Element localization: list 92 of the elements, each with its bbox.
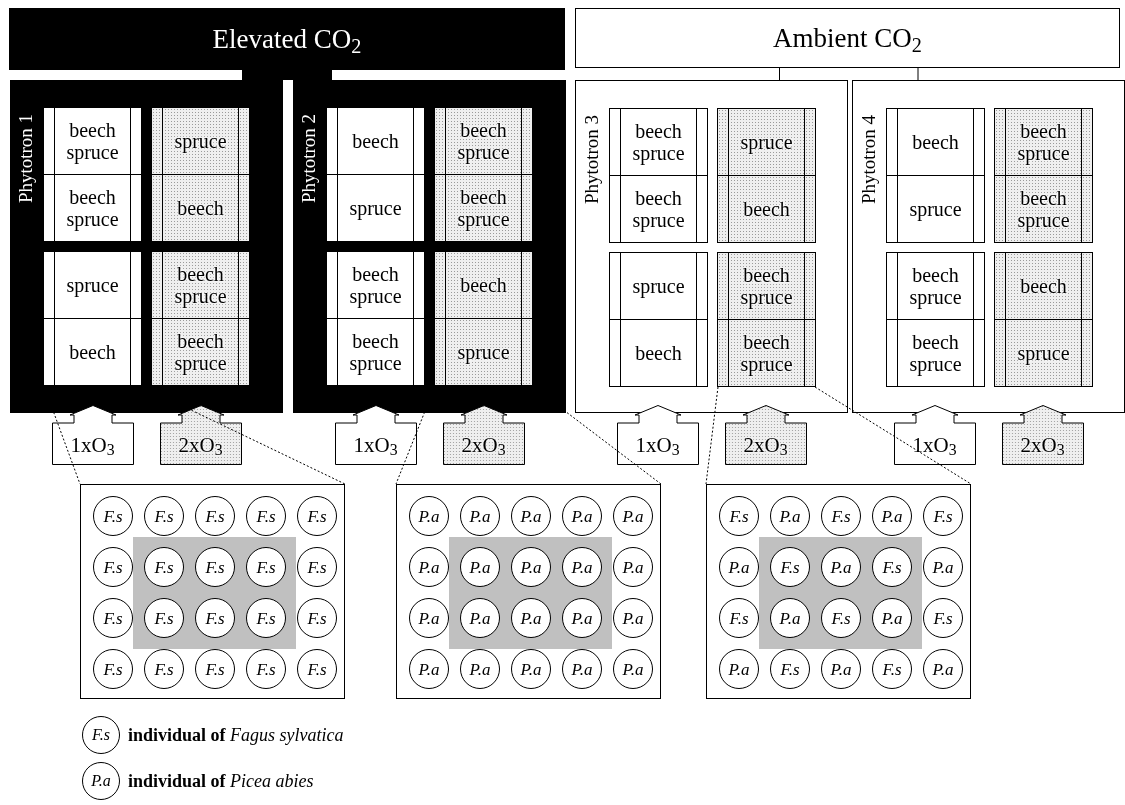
species-label: beech (68, 341, 117, 363)
species-label: beech spruce (739, 331, 794, 375)
zoom-leader-line (705, 386, 972, 485)
plot-box (151, 174, 250, 242)
species-label: beech spruce (173, 263, 228, 307)
species-label: beech (351, 130, 400, 152)
plot-box (717, 319, 816, 387)
plot-box (886, 175, 985, 243)
plot-box (326, 174, 425, 242)
ozone-label: 2xO$_{3}$ (178, 434, 223, 456)
plot-box (43, 251, 142, 319)
species-label: spruce (1016, 342, 1071, 364)
species-label: spruce (456, 341, 511, 363)
ozone-label: 2xO$_{3}$ (743, 434, 788, 456)
ozone-label: 1xO$_{3}$ (635, 434, 680, 456)
species-label: beech spruce (739, 264, 794, 308)
plot-box (609, 319, 708, 387)
phytotron-chamber (10, 80, 283, 413)
species-label: spruce (908, 198, 963, 220)
connector-line (779, 67, 780, 81)
plot-box (43, 318, 142, 386)
ozone-label: 1xO$_{3}$ (912, 434, 957, 456)
species-label: beech (176, 197, 225, 219)
plot-box (434, 318, 533, 386)
plot-box (994, 252, 1093, 320)
legend-text: individual of Picea abies (128, 772, 314, 790)
legend-text: individual of Fagus sylvatica (128, 726, 344, 744)
species-label: beech spruce (65, 119, 120, 163)
plot-box (434, 174, 533, 242)
connector-line (917, 67, 919, 81)
plot-box (609, 175, 708, 243)
phytotron-label: Phytotron 4 (859, 114, 879, 204)
plot-box (43, 107, 142, 175)
treatment-band (9, 8, 565, 70)
phytotron-label: Phytotron 3 (582, 114, 602, 204)
plot-box (326, 107, 425, 175)
species-label: beech (634, 342, 683, 364)
band-title: Elevated CO$_{2}$ (212, 25, 362, 53)
ozone-label: 2xO$_{3}$ (1020, 434, 1065, 456)
plot-box (609, 252, 708, 320)
plot-box (994, 319, 1093, 387)
species-label: beech spruce (631, 187, 686, 231)
species-label: beech spruce (65, 186, 120, 230)
phytotron-chamber (293, 80, 566, 413)
band-title: Ambient CO$_{2}$ (773, 24, 922, 52)
phytotron-chamber (852, 80, 1125, 413)
species-label: spruce (348, 197, 403, 219)
treatment-band (575, 8, 1120, 68)
species-label: spruce (739, 131, 794, 153)
plot-box (717, 175, 816, 243)
species-label: beech spruce (456, 119, 511, 163)
plot-detail-box (80, 484, 345, 699)
plot-box (886, 108, 985, 176)
plot-box (151, 107, 250, 175)
species-label: spruce (173, 130, 228, 152)
species-label: beech (459, 274, 508, 296)
species-label: beech spruce (631, 120, 686, 164)
plot-box (609, 108, 708, 176)
species-label: beech spruce (348, 263, 403, 307)
plot-box (43, 174, 142, 242)
plot-detail-box (706, 484, 971, 699)
phytotron-chamber (575, 80, 848, 413)
species-label: beech spruce (348, 330, 403, 374)
phytotron-label: Phytotron 1 (16, 113, 36, 203)
plot-box (886, 252, 985, 320)
ozone-label: 1xO$_{3}$ (353, 434, 398, 456)
plot-box (886, 319, 985, 387)
species-label: beech (742, 198, 791, 220)
species-label: beech (911, 131, 960, 153)
phytotron-label: Phytotron 2 (299, 113, 319, 203)
plot-box (326, 251, 425, 319)
plot-box (326, 318, 425, 386)
species-label: beech spruce (456, 186, 511, 230)
plot-box (151, 251, 250, 319)
species-label: beech spruce (173, 330, 228, 374)
plot-box (717, 252, 816, 320)
species-label: spruce (65, 274, 120, 296)
species-label: beech spruce (908, 331, 963, 375)
species-label: beech spruce (1016, 187, 1071, 231)
species-label: beech (1019, 275, 1068, 297)
species-label: beech spruce (1016, 120, 1071, 164)
ozone-label: 2xO$_{3}$ (461, 434, 506, 456)
plot-detail-box (396, 484, 661, 699)
plot-box (434, 251, 533, 319)
plot-box (994, 108, 1093, 176)
plot-box (434, 107, 533, 175)
plot-box (151, 318, 250, 386)
ozone-label: 1xO$_{3}$ (70, 434, 115, 456)
plot-box (717, 108, 816, 176)
plot-box (994, 175, 1093, 243)
species-label: spruce (631, 275, 686, 297)
species-label: beech spruce (908, 264, 963, 308)
